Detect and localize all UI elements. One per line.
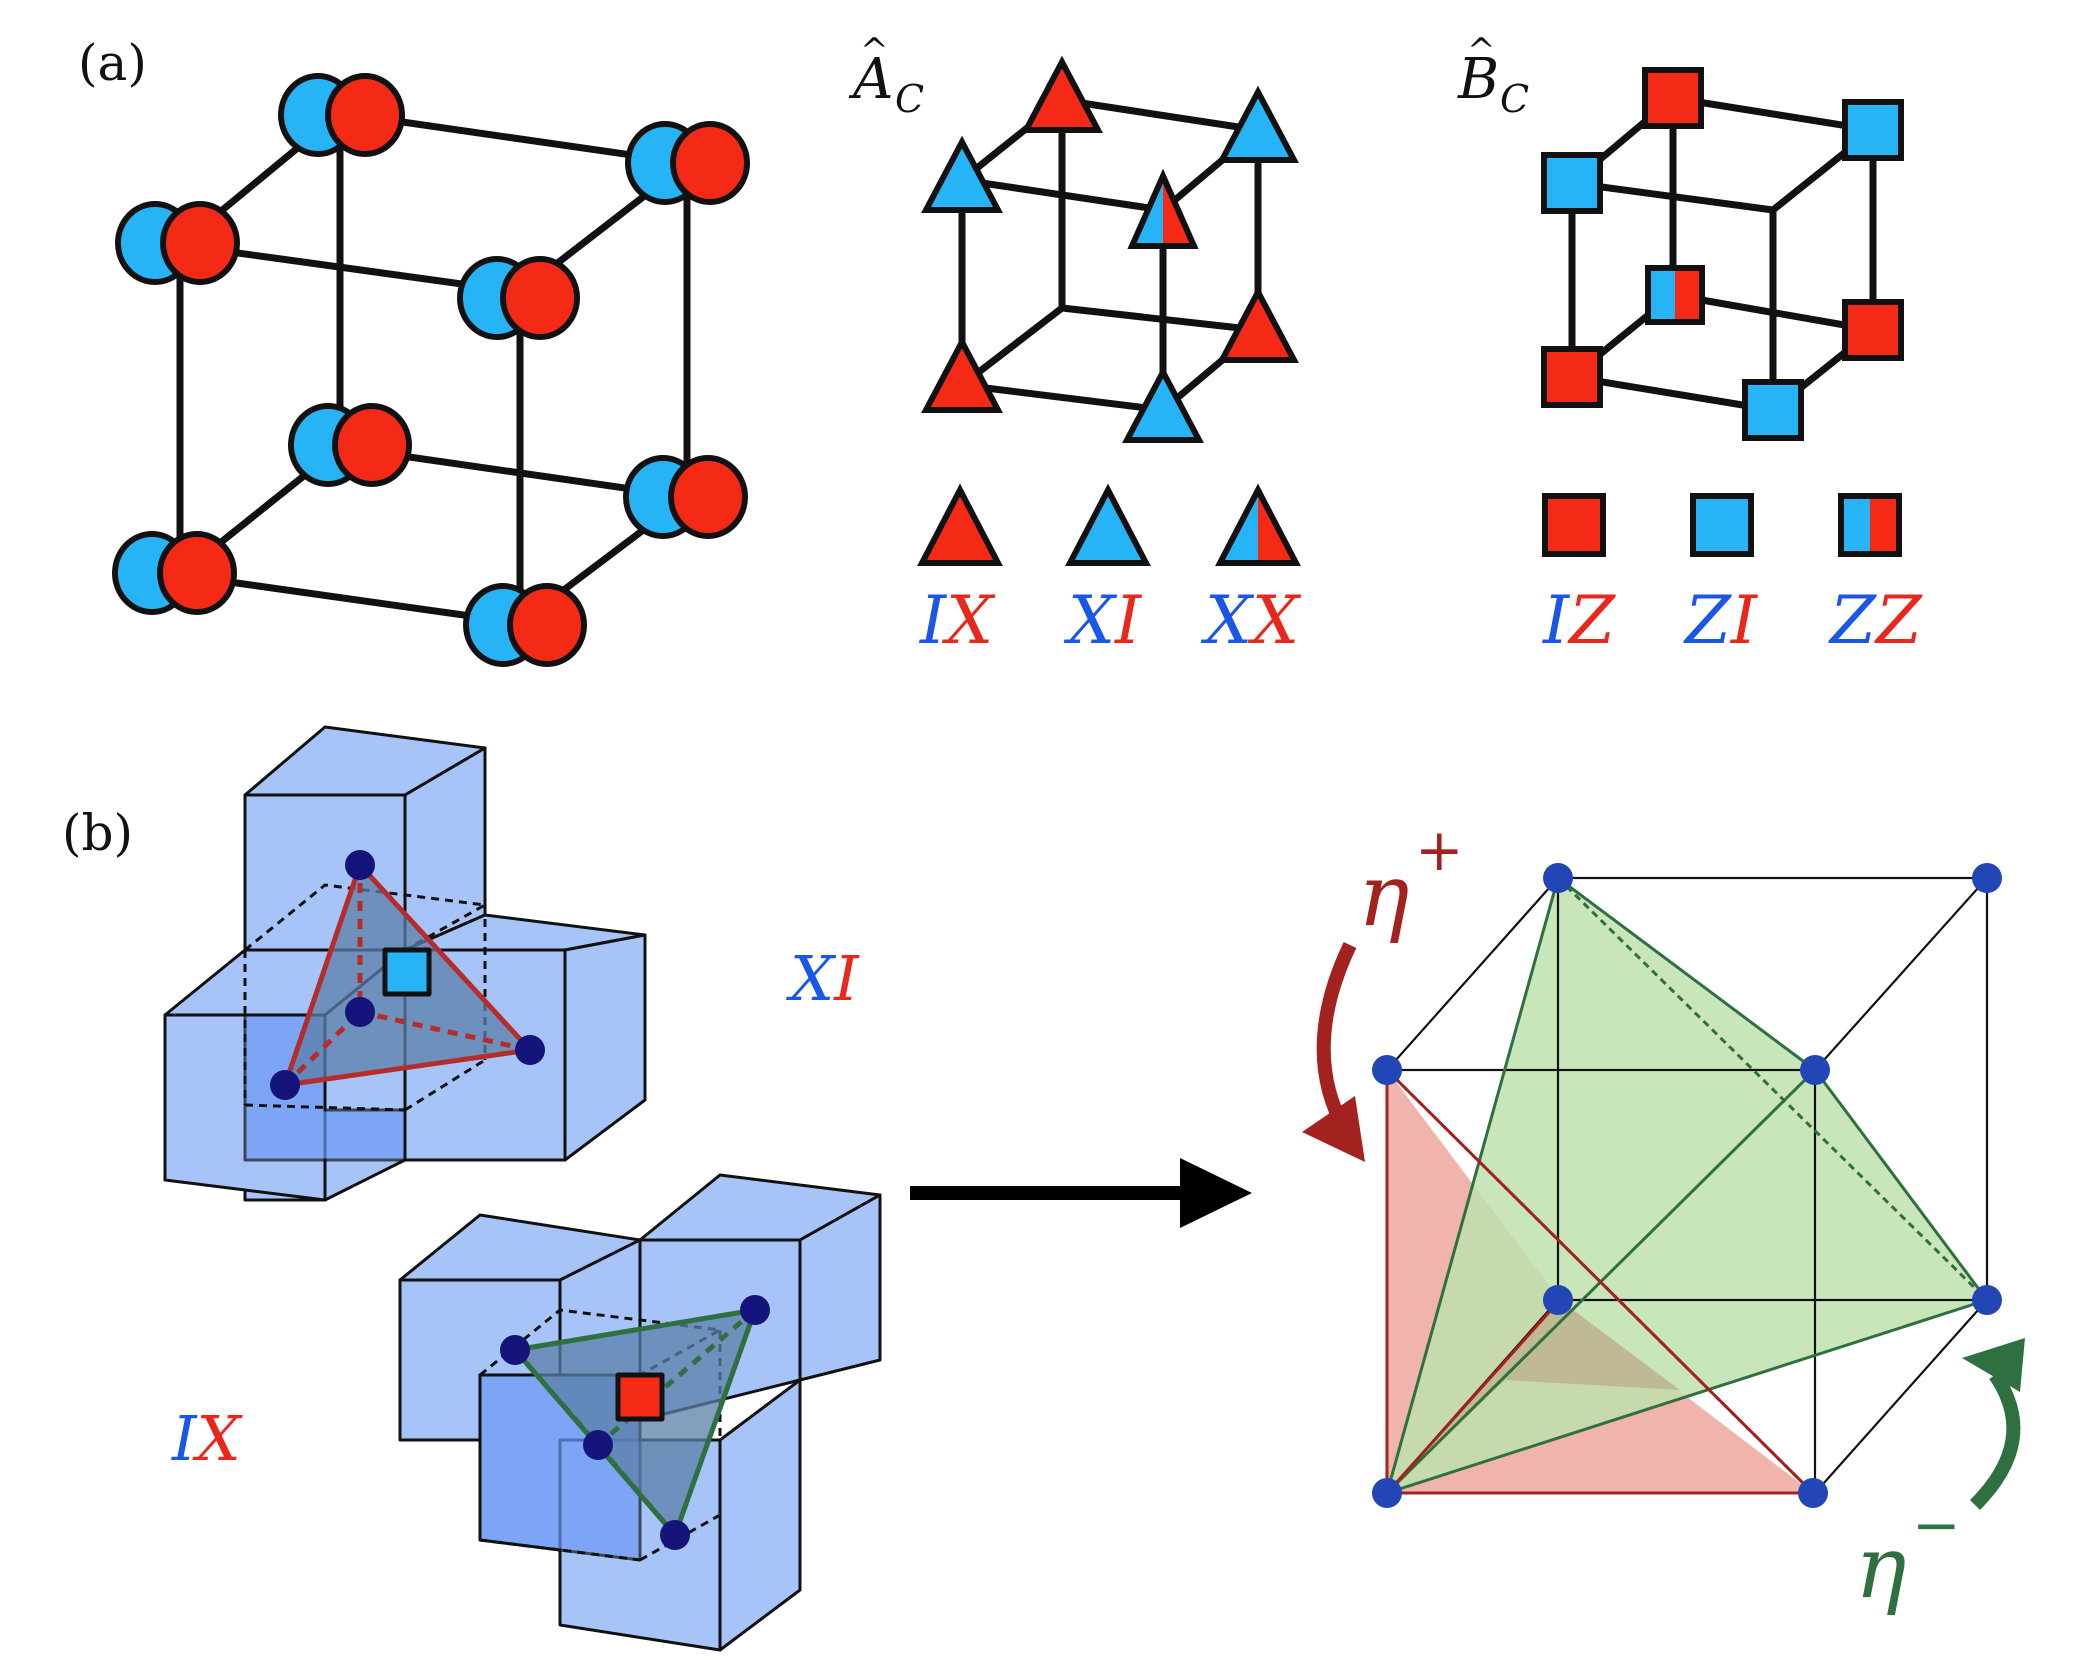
legend-xx-first: X xyxy=(1200,582,1255,659)
square-node-blue xyxy=(1541,152,1603,214)
split-circle-nodes xyxy=(112,73,750,667)
legend-iz-second: Z xyxy=(1567,582,1616,659)
eta-minus-arrow xyxy=(1970,1371,2021,1510)
square-legend-labels: IZ ZI ZZ xyxy=(1542,582,1923,659)
square-node-blue xyxy=(1742,379,1804,441)
svg-text:A: A xyxy=(848,47,893,112)
square-node-red xyxy=(1642,67,1704,129)
square-nodes xyxy=(1541,67,1904,441)
legend-zi-second: I xyxy=(1730,582,1759,659)
split-circle-node xyxy=(457,256,580,340)
split-circle-node xyxy=(115,201,240,285)
operator-a-label: A ^ C xyxy=(848,31,924,121)
svg-text:^: ^ xyxy=(1467,31,1496,71)
transform-arrow xyxy=(910,1158,1252,1228)
triangle-node-blue xyxy=(921,135,1003,213)
svg-text:ZZ: ZZ xyxy=(1828,582,1923,659)
triangle-node-red xyxy=(921,335,1003,413)
eta-plus: η + xyxy=(1302,816,1464,1162)
legend-triangle-red xyxy=(917,483,1003,566)
legend-xx-second: X xyxy=(1247,582,1302,659)
square-legend xyxy=(1542,493,1902,557)
legend-zi-first: Z xyxy=(1683,582,1732,659)
triangle-node-split xyxy=(1127,168,1199,249)
svg-text:XX: XX xyxy=(1200,582,1302,659)
svg-text:^: ^ xyxy=(860,31,889,71)
svg-text:C: C xyxy=(1500,77,1529,121)
cube-split-circles xyxy=(176,109,691,627)
legend-square-red xyxy=(1542,493,1606,557)
lattice-vertices xyxy=(1372,863,2002,1508)
tetra-vertices-bottom xyxy=(500,1295,770,1550)
split-circle-node xyxy=(625,121,750,205)
split-circle-node xyxy=(463,583,587,667)
square-node-red xyxy=(1842,299,1904,361)
svg-text:+: + xyxy=(1415,816,1464,884)
cube-squares xyxy=(1568,94,1877,414)
split-circle-node xyxy=(623,455,748,539)
svg-text:IZ: IZ xyxy=(1542,582,1616,659)
cube-cluster-bottom xyxy=(398,1173,882,1652)
svg-text:C: C xyxy=(895,77,924,121)
svg-text:XI: XI xyxy=(1063,582,1143,659)
triangle-node-red xyxy=(1217,285,1299,363)
label-xi: XI xyxy=(786,942,860,1015)
svg-text:η: η xyxy=(1855,1518,1907,1618)
triangle-nodes xyxy=(921,55,1299,443)
tetra-vertices-top xyxy=(270,850,545,1100)
legend-zz-first: Z xyxy=(1828,582,1877,659)
svg-text:η: η xyxy=(1358,846,1410,946)
svg-text:ZI: ZI xyxy=(1683,582,1759,659)
legend-xi-first: X xyxy=(1063,582,1118,659)
label-ix: IX xyxy=(171,1402,244,1475)
legend-ix-first: I xyxy=(919,582,948,659)
triangle-node-blue xyxy=(1122,365,1204,443)
square-node-red xyxy=(1541,346,1603,408)
panel-b-label: (b) xyxy=(62,804,133,862)
cube-cluster-top xyxy=(163,725,647,1202)
center-square-blue xyxy=(382,947,432,997)
square-node-blue xyxy=(1842,99,1904,161)
eta-minus: η − xyxy=(1855,1338,2025,1618)
triangle-node-red xyxy=(1021,55,1103,133)
operator-b-label: B ^ C xyxy=(1457,31,1529,121)
split-circle-node xyxy=(278,73,405,157)
split-circle-node xyxy=(288,403,412,487)
legend-iz-first: I xyxy=(1542,582,1571,659)
triangle-legend xyxy=(917,483,1301,566)
triangle-node-blue xyxy=(1217,85,1299,163)
center-square-red xyxy=(615,1372,665,1422)
cube-triangles xyxy=(958,96,1262,414)
legend-triangle-split xyxy=(1215,483,1301,566)
legend-ix-second: X xyxy=(941,582,996,659)
square-node-split xyxy=(1645,265,1705,325)
legend-square-split xyxy=(1838,493,1902,557)
legend-xi-second: I xyxy=(1114,582,1143,659)
svg-text:B: B xyxy=(1457,47,1499,112)
svg-text:−: − xyxy=(1912,1491,1961,1559)
panel-a-label: (a) xyxy=(78,34,147,92)
svg-text:IX: IX xyxy=(919,582,996,659)
split-circle-node xyxy=(112,531,237,615)
legend-triangle-blue xyxy=(1065,483,1151,566)
triangle-legend-labels: IX XI XX xyxy=(919,582,1302,659)
legend-zz-second: Z xyxy=(1874,582,1923,659)
legend-square-blue xyxy=(1690,493,1754,557)
lattice-cube xyxy=(1372,863,2002,1508)
